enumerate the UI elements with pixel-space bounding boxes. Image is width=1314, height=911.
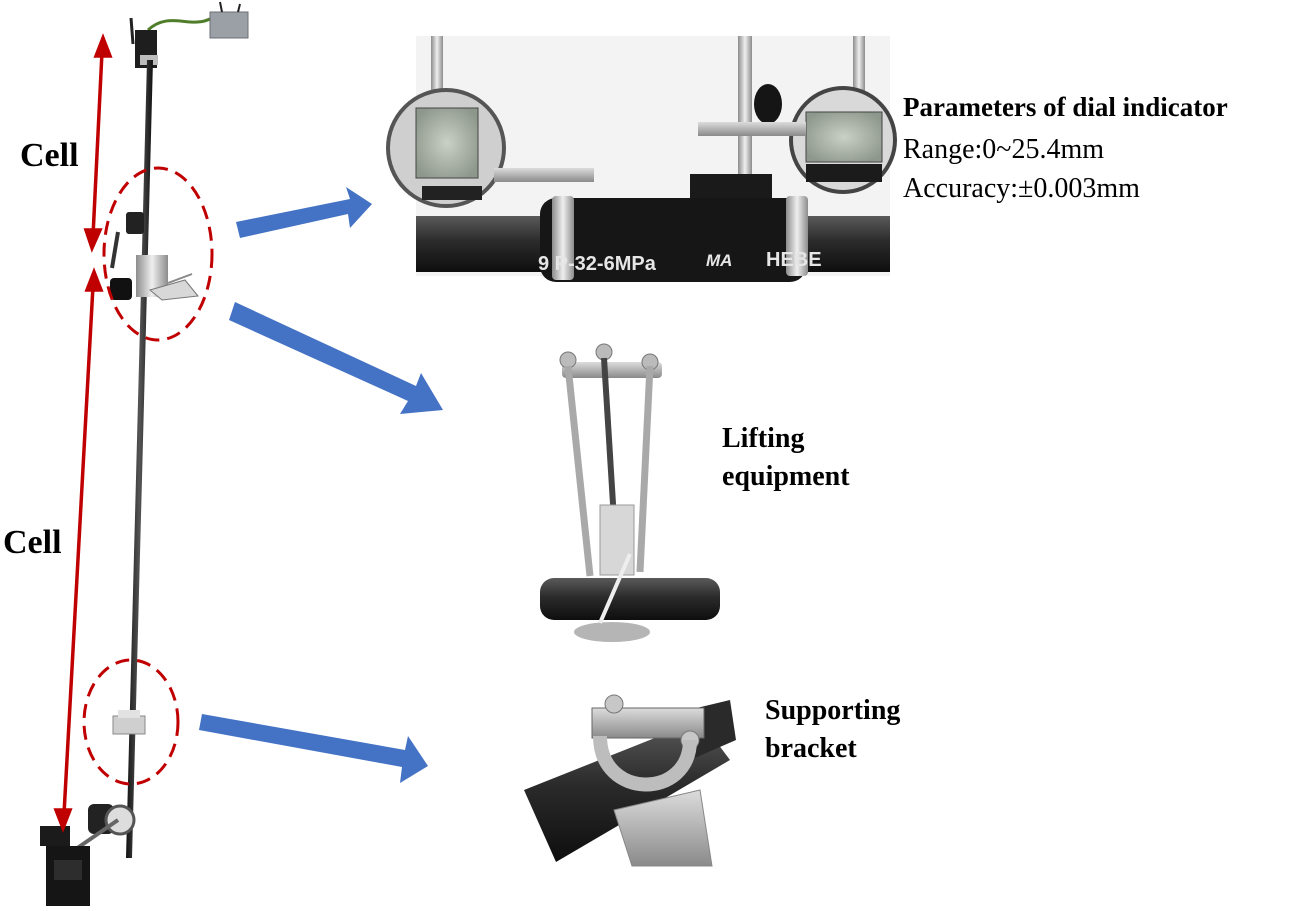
pointer-arrows: [199, 187, 443, 783]
lifting-equipment-photo: [540, 343, 720, 642]
pointer-arrow-dial: [236, 187, 372, 238]
supporting-bracket-photo: [524, 694, 736, 867]
cell-dimension-arrows: [53, 33, 113, 833]
cell-label-bottom: Cell: [3, 524, 62, 561]
lifting-equipment-label-line1: Lifting: [722, 423, 805, 454]
supporting-bracket-label-line1: Supporting: [765, 695, 901, 726]
hose-logo: MA: [706, 251, 732, 270]
dial-indicator-range: Range:0~25.4mm: [903, 134, 1105, 165]
callout-circle-upper: [102, 166, 214, 342]
lifting-equipment-label-line2: equipment: [722, 461, 850, 492]
hose-brand: HEBE: [766, 249, 822, 271]
dial-indicator-title: Parameters of dial indicator: [903, 92, 1228, 122]
cell-label-top: Cell: [20, 137, 79, 174]
cell-arrow-top: [91, 51, 104, 237]
pointer-arrow-bracket: [199, 714, 428, 783]
dial-indicator-photo: 9 P-32-6MPa MA HEBE: [386, 36, 897, 282]
callout-circle-lower: [82, 658, 180, 786]
rig-photo: [40, 1, 249, 906]
hose-print: 9 P-32-6MPa: [538, 253, 657, 275]
dial-indicator-accuracy: Accuracy:±0.003mm: [903, 173, 1140, 204]
pointer-arrow-lifting: [229, 302, 443, 414]
cell-arrow-bottom: [62, 285, 95, 815]
supporting-bracket-label-line2: bracket: [765, 733, 857, 764]
